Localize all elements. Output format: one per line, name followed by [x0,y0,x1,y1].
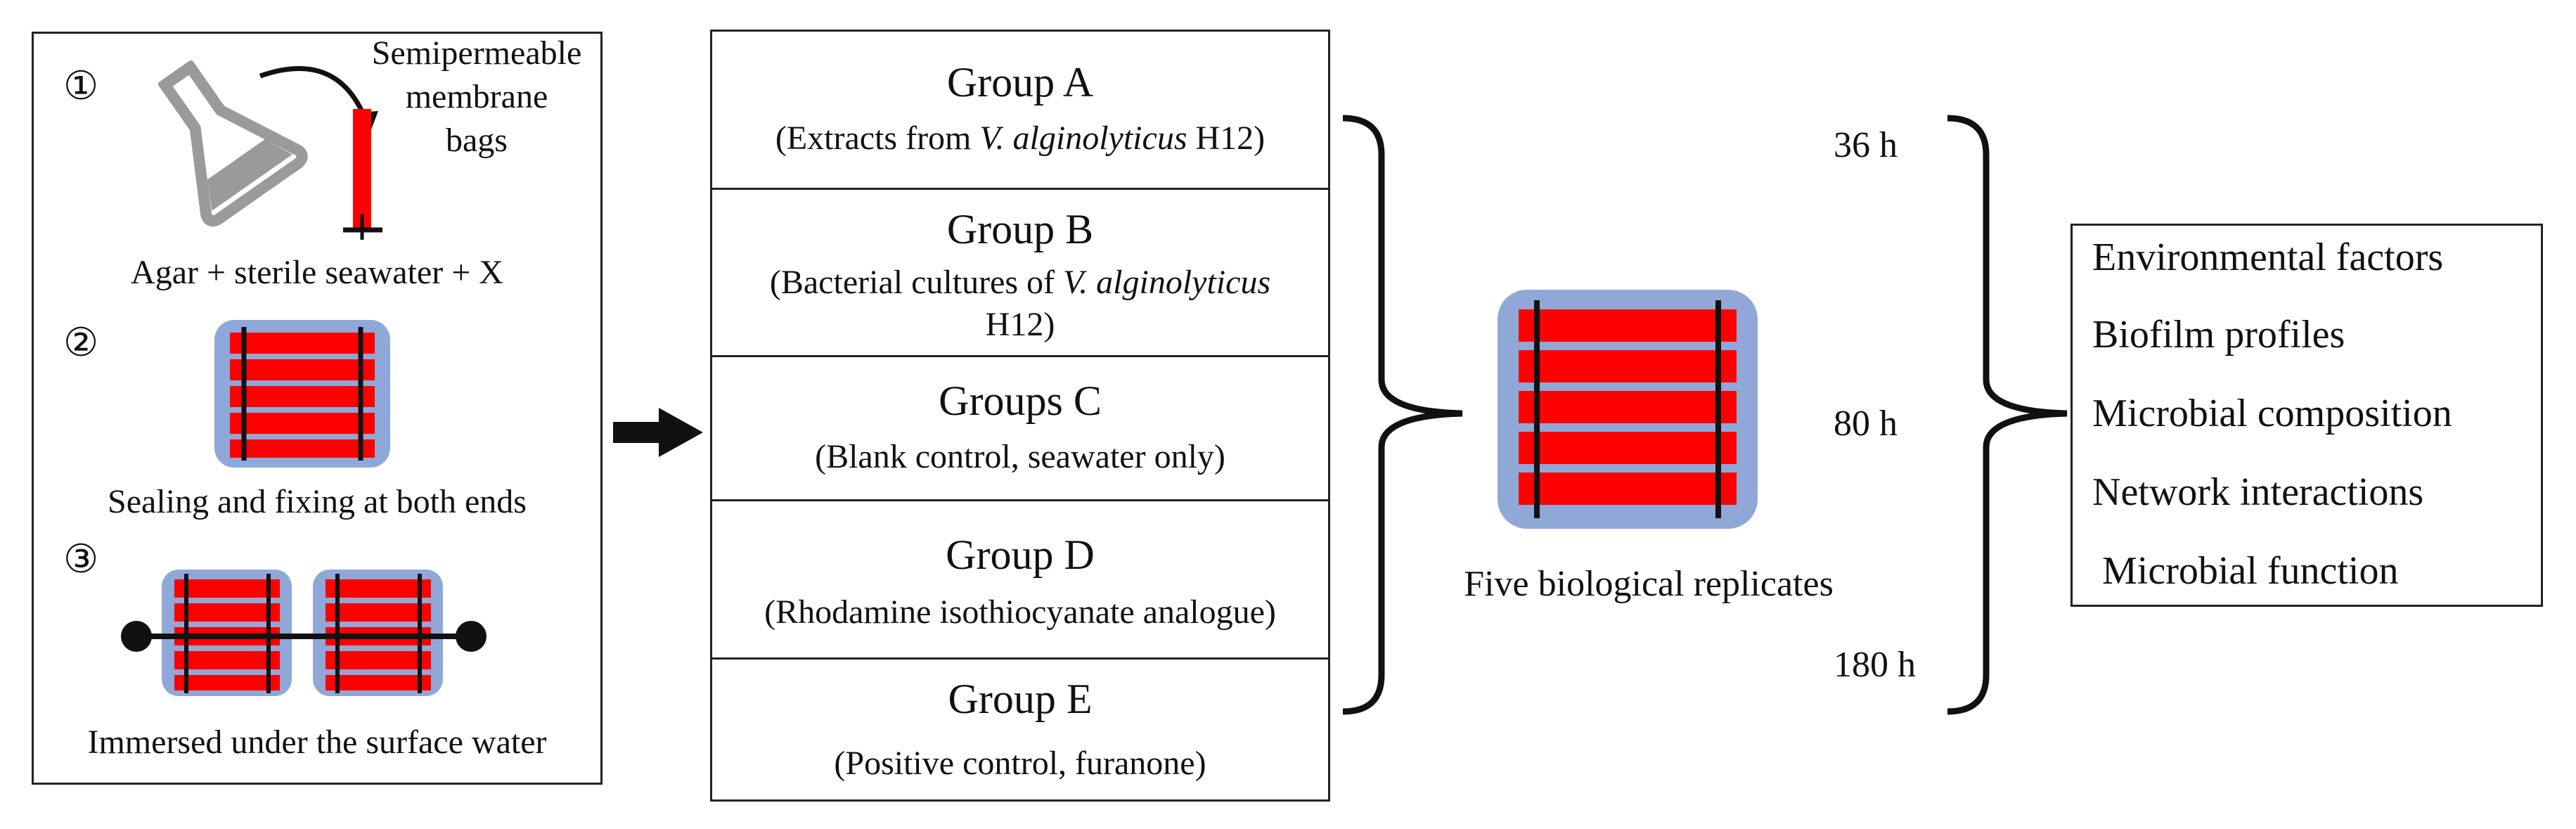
membrane-label-3: bags [446,122,508,159]
analysis-microbial-composition: Microbial composition [2092,392,2452,435]
immersed-frames-icon [121,570,487,696]
membrane-bag-icon [343,109,382,240]
step1-caption: Agar + sterile seawater + X [131,254,503,291]
group-a-subtitle: (Extracts from V. alginolyticus H12) [775,120,1266,157]
step1-marker: ① [63,65,99,108]
group-b-subtitle: (Bacterial cultures of V. alginolyticus [769,264,1271,301]
step2-caption: Sealing and fixing at both ends [108,483,527,520]
membrane-label-1: Semipermeable [371,34,582,72]
replicates-frame-icon [1498,290,1758,529]
group-b-title: Group B [946,206,1094,252]
replicates-label: Five biological replicates [1464,564,1834,604]
group-b-row: Group B (Bacterial cultures of V. algino… [712,188,1328,355]
membrane-label-2: membrane [405,78,548,115]
group-e-row: Group E (Positive control, furanone) [712,657,1328,802]
bag-frame-icon [214,320,390,468]
step3-caption: Immersed under the surface water [87,724,547,761]
analysis-microbial-function: Microbial function [2092,549,2399,593]
step2-marker: ② [63,321,99,365]
timepoint-80h: 80 h [1834,404,1898,444]
group-c-subtitle: (Blank control, seawater only) [815,438,1225,475]
analysis-biofilm-profiles: Biofilm profiles [2092,313,2345,356]
step3-marker: ③ [63,538,99,581]
timepoint-brace [1947,115,2068,715]
group-a-title: Group A [946,59,1094,105]
group-c-row: Groups C (Blank control, seawater only) [712,355,1328,499]
group-b-subtitle-line2: H12) [985,306,1055,343]
timepoint-36h: 36 h [1834,125,1898,165]
groups-table: Group A (Extracts from V. alginolyticus … [710,30,1330,802]
analysis-network-interactions: Network interactions [2092,470,2424,514]
analysis-environmental-factors: Environmental factors [2092,236,2444,279]
flask-icon [158,60,308,227]
group-e-subtitle: (Positive control, furanone) [834,745,1206,782]
right-arrow-icon [613,408,703,457]
group-d-row: Group D (Rhodamine isothiocyanate analog… [712,499,1328,657]
group-d-title: Group D [946,532,1095,578]
group-d-subtitle: (Rhodamine isothiocyanate analogue) [764,593,1276,631]
group-a-row: Group A (Extracts from V. alginolyticus … [712,32,1328,188]
group-c-title: Groups C [939,378,1102,424]
group-e-title: Group E [948,676,1093,722]
analyses-box: Environmental factors Biofilm profiles M… [2071,224,2543,607]
group-brace [1342,115,1463,715]
timepoint-180h: 180 h [1834,645,1916,685]
